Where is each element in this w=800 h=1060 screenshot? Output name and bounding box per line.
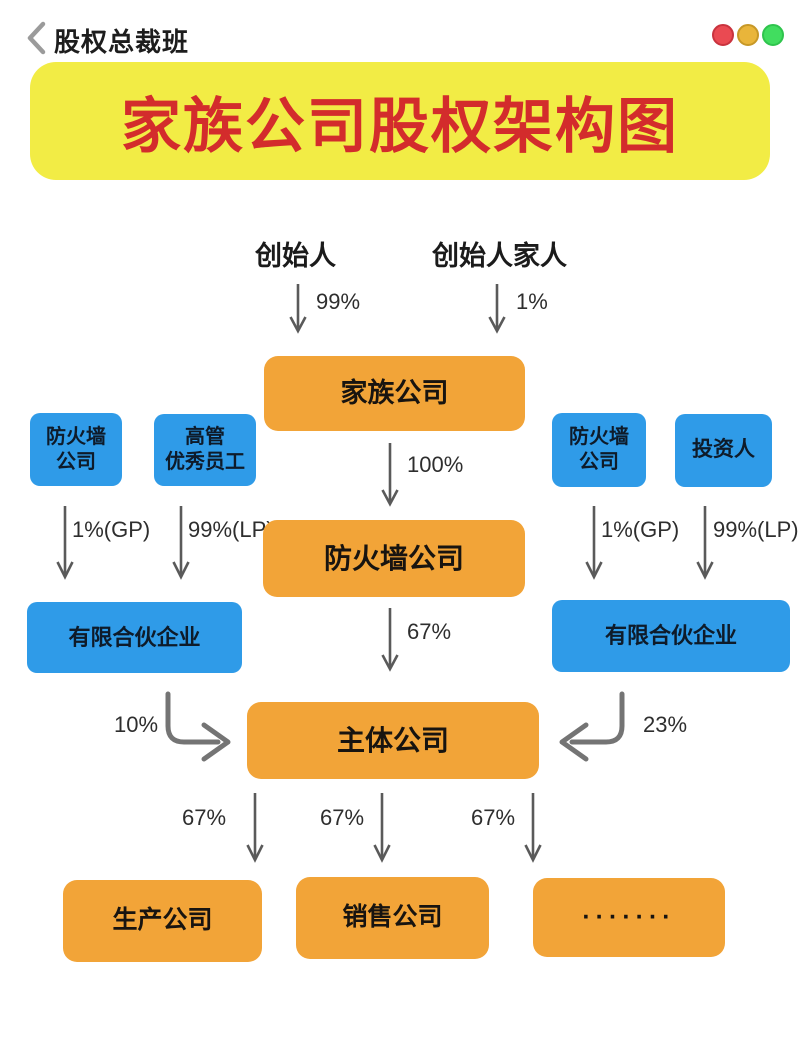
firewall-left-line1: 防火墙 <box>46 425 106 448</box>
founder-label: 创始人 <box>255 241 336 271</box>
production-company-node: 生产公司 <box>63 880 262 962</box>
firewall-center-node: 防火墙公司 <box>263 520 525 597</box>
firewall-right-line1: 防火墙 <box>569 426 629 448</box>
other-companies-node: ······· <box>533 878 725 957</box>
pct-67-center-label: 67% <box>407 619 452 644</box>
window-dot-green-icon[interactable] <box>762 24 784 46</box>
firewall-left-line2: 公司 <box>56 450 96 473</box>
arrow-bottom-3-icon <box>522 793 544 863</box>
left-lp-label: 99%(LP) <box>188 517 274 542</box>
firewall-left-node: 防火墙 公司 <box>30 413 122 486</box>
investor-node: 投资人 <box>675 414 772 487</box>
back-chevron-icon <box>24 20 48 56</box>
arrow-founder-down-icon <box>287 284 309 334</box>
pct-67-bottom-1: 67% <box>182 805 227 830</box>
right-gp-label: 1%(GP) <box>601 517 680 542</box>
pct-23-label: 23% <box>643 712 688 737</box>
window-dot-yellow-icon[interactable] <box>737 24 759 46</box>
family-company-node: 家族公司 <box>264 356 525 431</box>
title-banner: 家族公司股权架构图 <box>30 62 770 180</box>
back-button[interactable] <box>24 20 48 56</box>
window-dot-red-icon[interactable] <box>712 24 734 46</box>
arrow-family-down-icon <box>486 284 508 334</box>
family-pct-label: 1% <box>516 289 548 314</box>
arrow-bottom-2-icon <box>371 793 393 863</box>
executives-line1: 高管 <box>185 426 225 448</box>
firewall-right-line2: 公司 <box>579 451 619 473</box>
curve-arrow-right-icon <box>545 690 640 768</box>
arrow-right-lp-icon <box>694 506 716 580</box>
page-title[interactable]: 股权总裁班 <box>54 28 190 57</box>
executives-line2: 优秀员工 <box>165 451 245 473</box>
arrow-left-lp-icon <box>170 506 192 580</box>
curve-arrow-left-icon <box>150 690 245 768</box>
pct-67-bottom-3: 67% <box>471 805 516 830</box>
pct-10-label: 10% <box>114 712 159 737</box>
arrow-right-gp-icon <box>583 506 605 580</box>
pct-67-bottom-2: 67% <box>320 805 365 830</box>
arrow-67pct-center-icon <box>379 608 401 672</box>
executives-node: 高管 优秀员工 <box>154 414 256 486</box>
arrow-bottom-1-icon <box>244 793 266 863</box>
arrow-100pct-icon <box>379 443 401 507</box>
lp-entity-left-node: 有限合伙企业 <box>27 602 242 673</box>
lp-entity-right-node: 有限合伙企业 <box>552 600 790 672</box>
pct-100-label: 100% <box>407 452 464 477</box>
arrow-left-gp-icon <box>54 506 76 580</box>
founder-family-label: 创始人家人 <box>432 241 567 271</box>
right-lp-label: 99%(LP) <box>713 517 799 542</box>
firewall-right-node: 防火墙 公司 <box>552 413 646 487</box>
sales-company-node: 销售公司 <box>296 877 489 959</box>
left-gp-label: 1%(GP) <box>72 517 151 542</box>
founder-pct-label: 99% <box>316 289 361 314</box>
banner-title: 家族公司股权架构图 <box>121 92 679 160</box>
main-company-node: 主体公司 <box>247 702 539 779</box>
